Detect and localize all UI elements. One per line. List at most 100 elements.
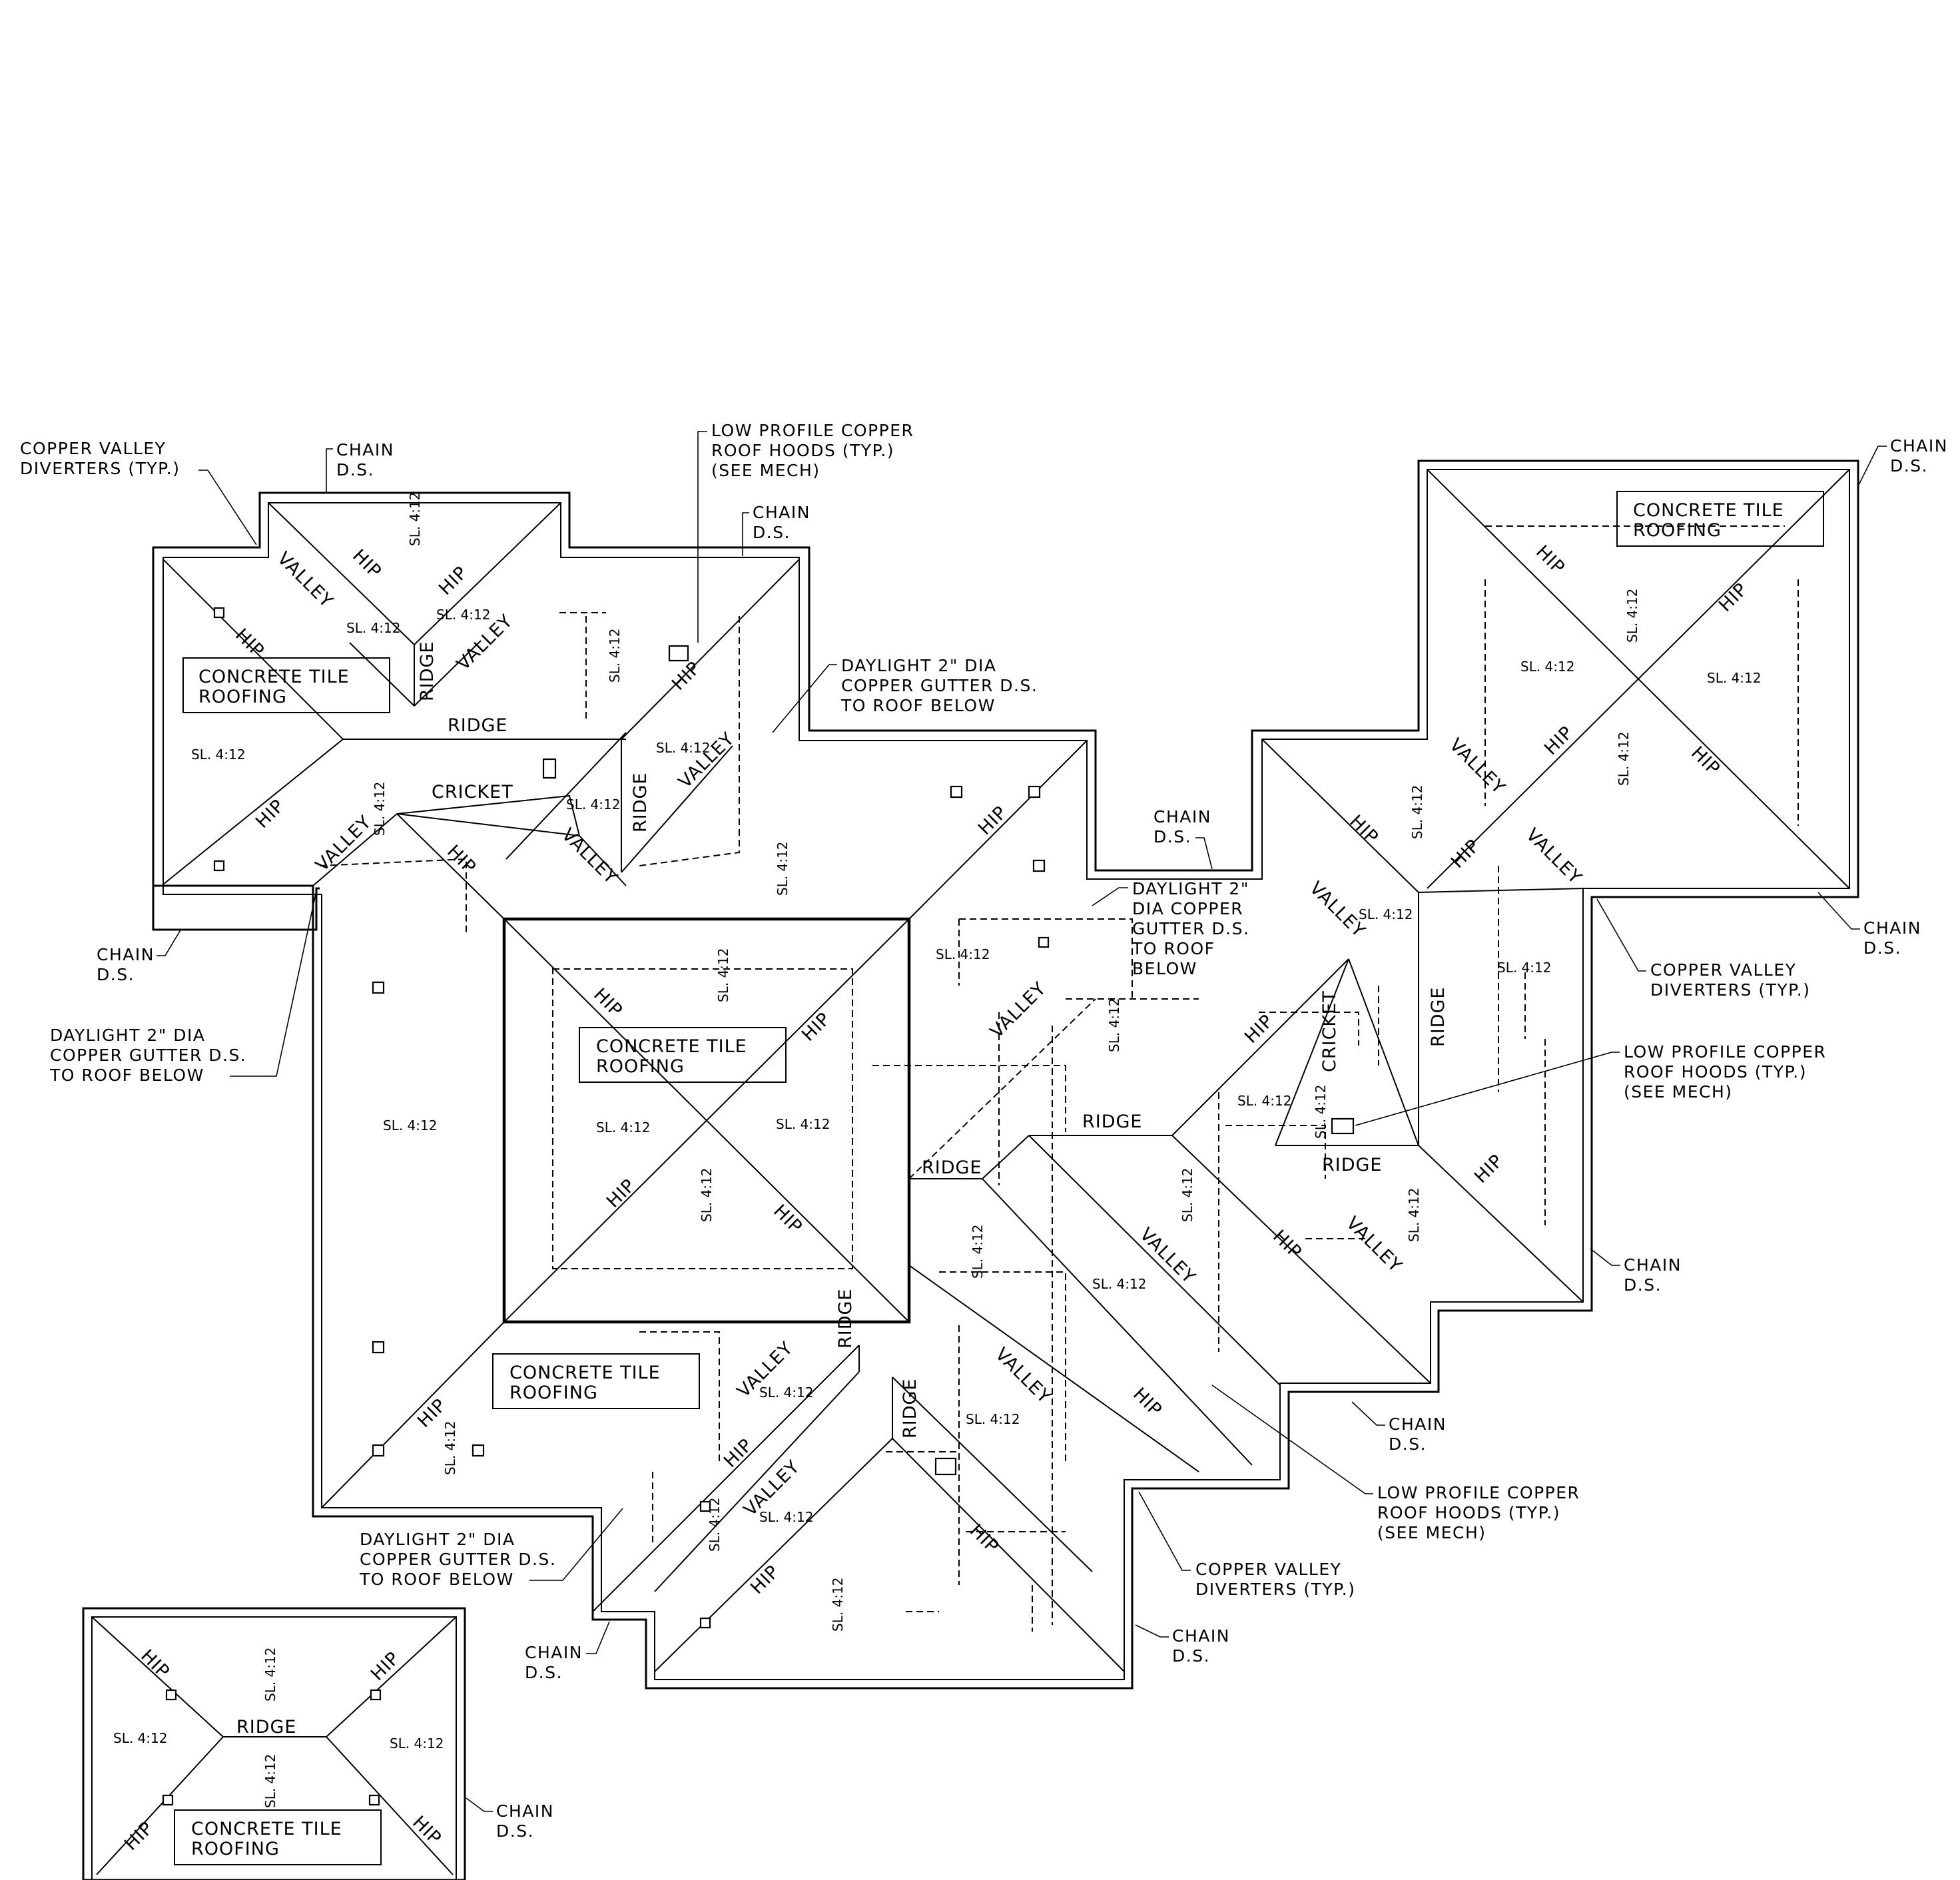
- slope-label: SL. 4:12: [830, 1578, 846, 1632]
- hip-label: HIP: [1241, 1010, 1278, 1048]
- roofing-label-line2: ROOFING: [1633, 520, 1722, 541]
- note-line: (SEE MECH): [1377, 1523, 1486, 1542]
- note-low-profile-hoods: LOW PROFILE COPPER ROOF HOODS (TYP.) (SE…: [1355, 1042, 1825, 1126]
- slope-label: SL. 4:12: [1624, 589, 1640, 643]
- roof-hoods: [162, 607, 1355, 1806]
- roof-hood-icon: [372, 1341, 385, 1354]
- slope-label: SL. 4:12: [1359, 906, 1413, 922]
- slope-label: SL. 4:12: [1409, 785, 1425, 839]
- roof-hood-icon: [165, 1689, 177, 1701]
- note-line: D.S.: [1153, 827, 1191, 846]
- note-line: CHAIN: [97, 945, 155, 964]
- note-line: COPPER GUTTER D.S.: [841, 676, 1038, 695]
- ridge-label: RIDGE: [1322, 1155, 1383, 1175]
- note-chain-ds: CHAIN D.S.: [1135, 1624, 1229, 1666]
- note-line: CHAIN: [753, 503, 811, 522]
- note-line: TO ROOF BELOW: [359, 1570, 514, 1589]
- valley-label: VALLEY: [1342, 1213, 1406, 1277]
- roof-hood-icon: [934, 1457, 957, 1476]
- note-line: TO ROOF BELOW: [840, 696, 996, 715]
- note-chain-ds: CHAIN D.S.: [525, 1621, 610, 1682]
- note-line: BELOW: [1132, 959, 1197, 978]
- note-line: COPPER VALLEY: [1195, 1560, 1341, 1579]
- hip-label: HIP: [1447, 835, 1484, 872]
- ridge-label: RIDGE: [1428, 987, 1449, 1048]
- note-line: D.S.: [1624, 1275, 1662, 1295]
- note-daylight-gutter: DAYLIGHT 2" DIA COPPER GUTTER D.S. TO RO…: [49, 890, 317, 1085]
- slope-label: SL. 4:12: [1106, 998, 1122, 1052]
- ridge-label: RIDGE: [630, 773, 651, 833]
- slope-label: SL. 4:12: [191, 747, 245, 763]
- roofing-label-line2: ROOFING: [509, 1383, 598, 1403]
- roofing-label-line2: ROOFING: [596, 1056, 685, 1077]
- valley-label: VALLEY: [557, 824, 621, 888]
- slope-label: SL. 4:12: [1497, 960, 1551, 976]
- note-line: D.S.: [97, 965, 135, 984]
- roof-hood-icon: [372, 981, 385, 994]
- note-line: LOW PROFILE COPPER: [711, 421, 914, 440]
- note-line: TO ROOF BELOW: [49, 1066, 204, 1085]
- cricket-label: CRICKET: [1319, 990, 1340, 1072]
- hip-label: HIP: [408, 1812, 446, 1849]
- note-chain-ds: CHAIN D.S.: [1153, 807, 1213, 870]
- note-line: DAYLIGHT 2" DIA: [360, 1530, 515, 1549]
- roofing-callouts: CONCRETE TILE ROOFING CONCRETE TILE ROOF…: [174, 491, 1824, 1865]
- hip-label: HIP: [231, 625, 268, 662]
- note-line: CHAIN: [1624, 1255, 1682, 1275]
- note-daylight-gutter-narrow: DAYLIGHT 2" DIA COPPER GUTTER D.S. TO RO…: [1092, 879, 1249, 978]
- valley-label: VALLEY: [1445, 735, 1509, 798]
- note-line: DIA COPPER: [1132, 899, 1243, 918]
- note-line: COPPER GUTTER D.S.: [360, 1550, 556, 1569]
- hip-label: HIP: [1687, 743, 1724, 780]
- note-copper-valley-diverters: COPPER VALLEY DIVERTERS (TYP.): [20, 439, 257, 545]
- slope-label: SL. 4:12: [346, 620, 400, 636]
- ridge-label: RIDGE: [1082, 1111, 1143, 1132]
- roofing-callout: CONCRETE TILE ROOFING: [182, 657, 390, 713]
- roof-hood-icon: [699, 1500, 711, 1512]
- note-line: CHAIN: [1389, 1414, 1447, 1434]
- slope-label: SL. 4:12: [442, 1421, 458, 1475]
- note-line: D.S.: [1863, 938, 1901, 958]
- hip-label: HIP: [348, 545, 386, 583]
- slope-label: SL. 4:12: [966, 1411, 1020, 1427]
- roofing-label-line2: ROOFING: [198, 687, 287, 707]
- slope-label: SL. 4:12: [775, 842, 791, 896]
- note-line: CHAIN: [1890, 436, 1948, 456]
- note-line: TO ROOF: [1132, 939, 1215, 958]
- slope-label: SL. 4:12: [1313, 1085, 1329, 1139]
- note-chain-ds: CHAIN D.S.: [97, 928, 182, 984]
- note-chain-ds: CHAIN D.S.: [326, 440, 393, 493]
- slope-annotations: SL. 4:12 SL. 4:12 SL. 4:12 SL. 4:12 SL. …: [113, 492, 1761, 1808]
- slope-label: SL. 4:12: [436, 607, 490, 623]
- hip-label: HIP: [974, 802, 1012, 839]
- upper-left-block: [152, 460, 1859, 1690]
- roof-hood-icon: [213, 860, 225, 872]
- note-chain-ds: CHAIN D.S.: [1817, 892, 1920, 958]
- note-line: GUTTER D.S.: [1132, 919, 1249, 938]
- slope-label: SL. 4:12: [715, 948, 731, 1002]
- hip-label: HIP: [769, 1201, 807, 1238]
- note-line: DAYLIGHT 2" DIA: [50, 1026, 206, 1045]
- valley-label: VALLEY: [1522, 824, 1586, 888]
- note-line: D.S.: [336, 460, 374, 479]
- valley-label: VALLEY: [986, 978, 1050, 1042]
- valley-label: VALLEY: [312, 812, 376, 876]
- ridge-label: RIDGE: [236, 1717, 297, 1737]
- note-line: D.S.: [1389, 1434, 1427, 1454]
- slope-label: SL. 4:12: [1707, 670, 1761, 686]
- note-line: ROOF HOODS (TYP.): [1624, 1062, 1807, 1082]
- roof-hood-icon: [472, 1444, 485, 1457]
- ridge-label: RIDGE: [417, 641, 438, 702]
- roof-hood-icon: [1032, 859, 1046, 872]
- slope-label: SL. 4:12: [656, 740, 710, 756]
- note-chain-ds: CHAIN D.S.: [466, 1797, 553, 1841]
- note-line: COPPER VALLEY: [1650, 960, 1796, 980]
- roofing-label-line1: CONCRETE TILE: [1633, 500, 1784, 521]
- hip-label: HIP: [589, 984, 627, 1022]
- roofing-label-line2: ROOFING: [191, 1839, 280, 1859]
- slope-label: SL. 4:12: [390, 1735, 444, 1751]
- roofing-label-line1: CONCRETE TILE: [596, 1036, 747, 1057]
- hip-label: HIP: [443, 841, 480, 878]
- note-daylight-gutter: DAYLIGHT 2" DIA COPPER GUTTER D.S. TO RO…: [772, 656, 1038, 733]
- note-line: D.S.: [525, 1663, 563, 1682]
